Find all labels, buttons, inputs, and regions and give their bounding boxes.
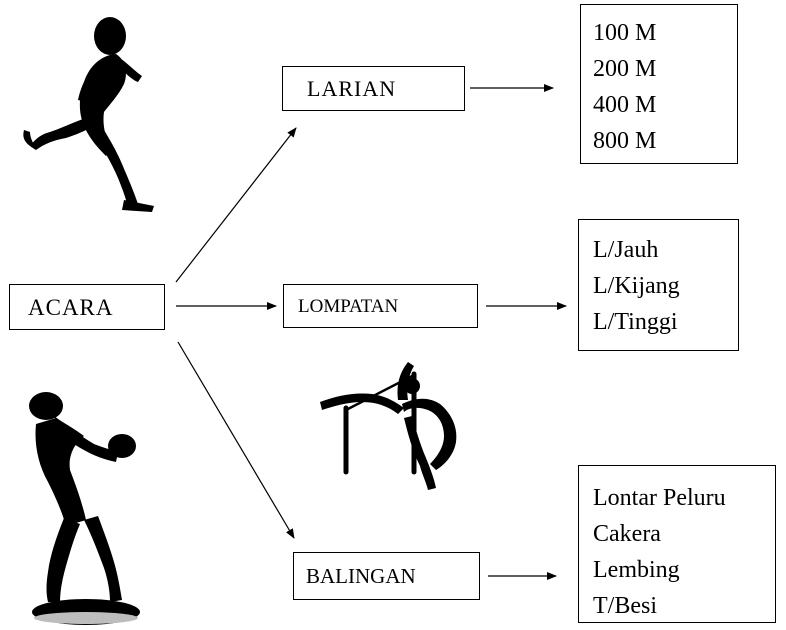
acara-box: ACARA (9, 284, 165, 330)
balingan-label: BALINGAN (306, 564, 416, 588)
balingan-events-list: Lontar Peluru Cakera Lembing T/Besi (593, 480, 726, 624)
larian-events-list: 100 M 200 M 400 M 800 M (593, 15, 656, 159)
lompatan-events-list: L/Jauh L/Kijang L/Tinggi (593, 232, 680, 340)
larian-events-box: 100 M 200 M 400 M 800 M (580, 4, 738, 164)
list-item: T/Besi (593, 593, 657, 619)
lompatan-label: LOMPATAN (298, 296, 399, 317)
list-item: 200 M (593, 56, 657, 82)
list-item: Lembing (593, 557, 680, 583)
lompatan-box: LOMPATAN (283, 284, 478, 328)
balingan-events-box: Lontar Peluru Cakera Lembing T/Besi (578, 465, 776, 623)
list-item: L/Tinggi (593, 309, 678, 335)
list-item: 400 M (593, 92, 657, 118)
acara-label: ACARA (28, 295, 114, 320)
list-item: Lontar Peluru (593, 485, 726, 511)
larian-label: LARIAN (307, 76, 397, 101)
larian-box: LARIAN (282, 66, 465, 111)
list-item: L/Kijang (593, 273, 680, 299)
arrow-acara-to-larian (175, 127, 297, 283)
list-item: 100 M (593, 20, 657, 46)
arrow-acara-to-balingan (177, 341, 295, 539)
list-item: L/Jauh (593, 237, 659, 263)
list-item: Cakera (593, 521, 661, 547)
list-item: 800 M (593, 128, 657, 154)
lompatan-events-box: L/Jauh L/Kijang L/Tinggi (578, 219, 739, 351)
balingan-box: BALINGAN (293, 552, 480, 600)
